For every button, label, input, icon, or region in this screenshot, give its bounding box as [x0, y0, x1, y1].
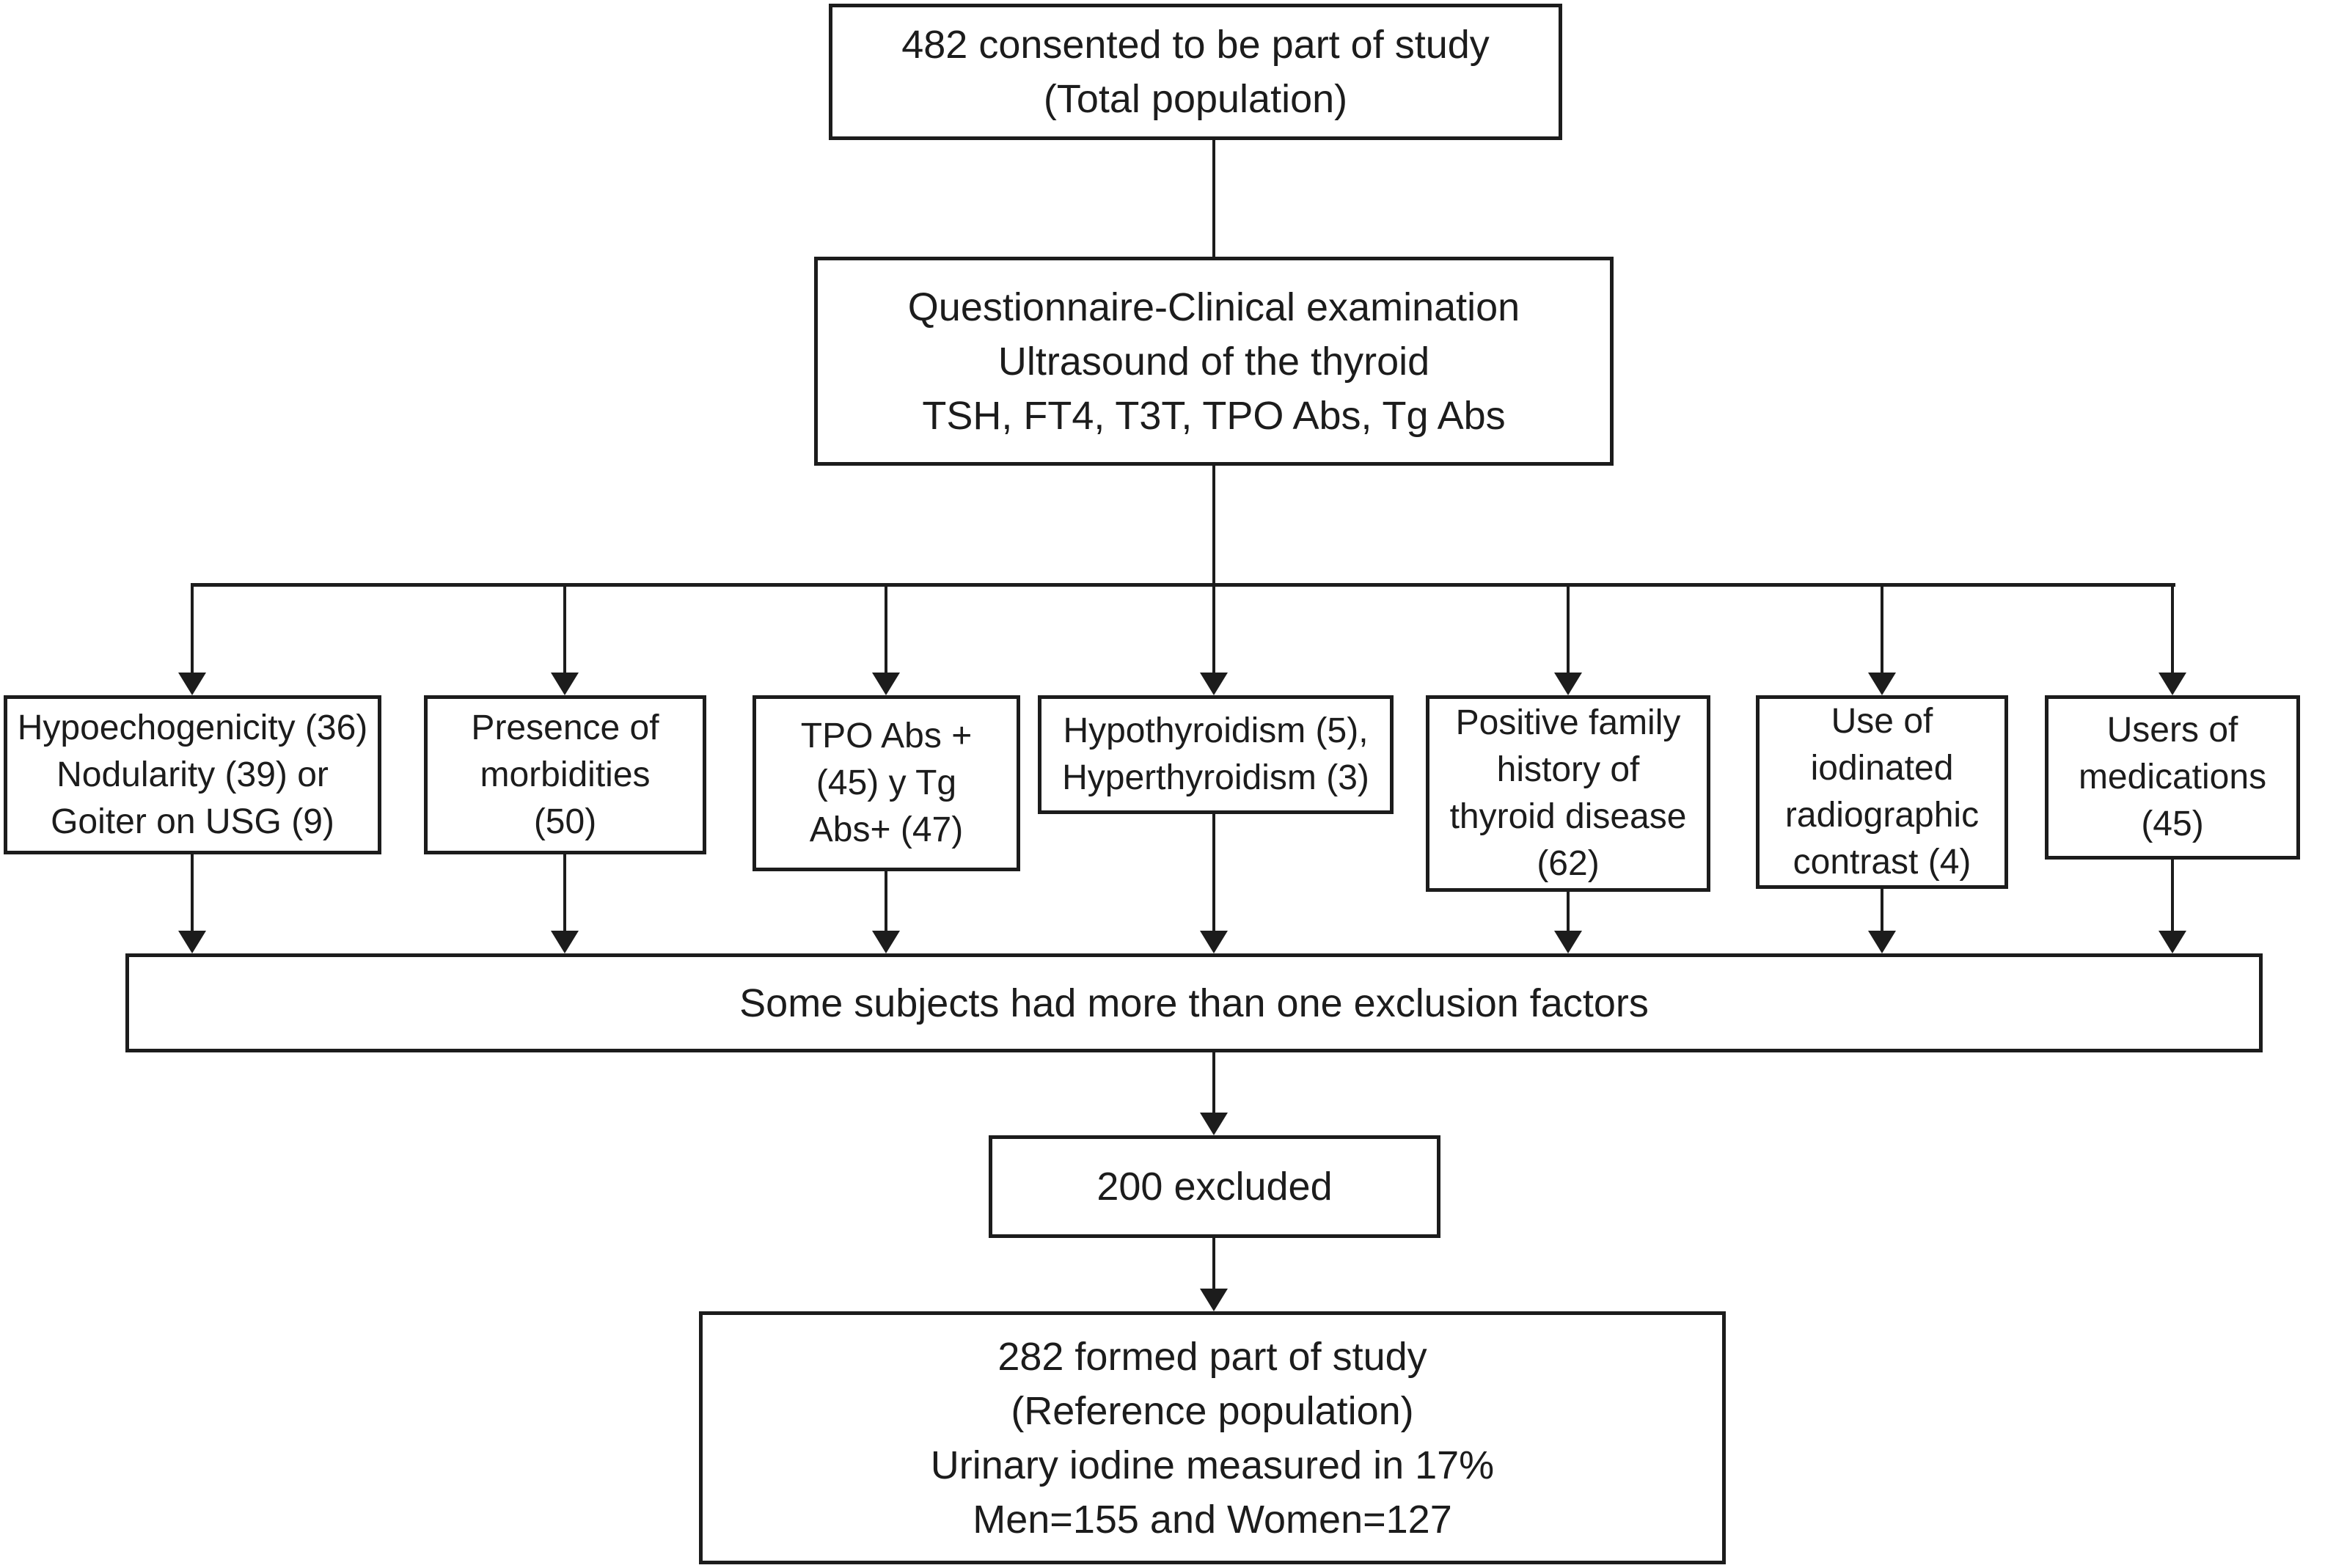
node-morbidities: Presence of morbidities (50) — [424, 695, 706, 854]
drop-line-antibodies — [885, 585, 887, 675]
node-text-line: contrast (4) — [1793, 843, 1971, 882]
connector-note-excluded — [1212, 1052, 1215, 1115]
node-text-line: TPO Abs + — [800, 717, 973, 755]
node-tpo-tg-antibodies: TPO Abs + (45) y Tg Abs+ (47) — [753, 695, 1020, 871]
node-text-line: Questionnaire-Clinical examination — [907, 285, 1520, 329]
arrowhead-down-icon — [551, 673, 579, 695]
drop-line-usg — [191, 585, 194, 675]
arrowhead-down-icon — [2159, 673, 2186, 695]
node-text-line: thyroid disease — [1449, 797, 1687, 836]
node-examination: Questionnaire-Clinical examination Ultra… — [814, 257, 1614, 466]
node-text-line: Ultrasound of the thyroid — [997, 339, 1430, 384]
node-text-line: 282 formed part of study — [997, 1334, 1427, 1379]
arrowhead-down-icon — [1200, 931, 1228, 953]
connector-thyroidism-note — [1212, 814, 1215, 933]
node-reference-population: 282 formed part of study (Reference popu… — [699, 1311, 1726, 1564]
node-text-line: Men=155 and Women=127 — [973, 1497, 1452, 1542]
arrowhead-down-icon — [1200, 1113, 1228, 1135]
node-text-line: (Reference population) — [1011, 1388, 1414, 1433]
drop-line-family-history — [1567, 585, 1570, 675]
arrowhead-down-icon — [551, 931, 579, 953]
node-text-line: 200 excluded — [1096, 1165, 1333, 1209]
node-medications: Users of medications (45) — [2045, 695, 2300, 860]
node-text-line: Hypoechogenicity (36) — [17, 708, 368, 747]
node-total-population: 482 consented to be part of study (Total… — [829, 4, 1562, 140]
arrowhead-down-icon — [1200, 1289, 1228, 1311]
node-text-line: morbidities — [480, 755, 651, 794]
node-text-line: (Total population) — [1043, 77, 1348, 121]
node-thyroidism: Hypothyroidism (5), Hyperthyroidism (3) — [1038, 695, 1394, 814]
node-hypoechogenicity-usg: Hypoechogenicity (36) Nodularity (39) or… — [4, 695, 381, 854]
connector-antibodies-note — [885, 871, 887, 933]
node-text-line: Nodularity (39) or — [56, 755, 329, 794]
arrowhead-down-icon — [2159, 931, 2186, 953]
connector-exam-branch — [1212, 466, 1215, 587]
node-text-line: (50) — [533, 802, 597, 841]
arrowhead-down-icon — [178, 673, 206, 695]
node-text-line: Hyperthyroidism (3) — [1062, 758, 1369, 797]
arrowhead-down-icon — [1554, 931, 1582, 953]
node-text-line: Urinary iodine measured in 17% — [930, 1443, 1495, 1487]
connector-medications-note — [2171, 860, 2174, 933]
node-text-line: Hypothyroidism (5), — [1063, 711, 1369, 750]
node-text-line: iodinated — [1810, 749, 1954, 788]
drop-line-medications — [2171, 585, 2174, 675]
node-text-line: (45) — [2141, 805, 2204, 843]
arrowhead-down-icon — [1868, 673, 1896, 695]
node-family-history: Positive family history of thyroid disea… — [1426, 695, 1710, 892]
arrowhead-down-icon — [1868, 931, 1896, 953]
node-text-line: Presence of — [471, 708, 659, 747]
arrowhead-down-icon — [1200, 673, 1228, 695]
connector-excluded-reference — [1212, 1238, 1215, 1289]
connector-contrast-note — [1881, 889, 1883, 933]
arrowhead-down-icon — [1554, 673, 1582, 695]
node-text-line: Use of — [1831, 702, 1933, 741]
connector-morbidities-note — [563, 854, 566, 933]
node-text-line: Some subjects had more than one exclusio… — [739, 981, 1649, 1025]
arrowhead-down-icon — [178, 931, 206, 953]
node-excluded: 200 excluded — [989, 1135, 1440, 1238]
branch-line — [191, 583, 2175, 587]
node-text-line: 482 consented to be part of study — [901, 23, 1490, 67]
node-text-line: medications — [2078, 758, 2267, 796]
node-radiographic-contrast: Use of iodinated radiographic contrast (… — [1756, 695, 2008, 889]
connector-total-exam — [1212, 140, 1215, 257]
node-text-line: history of — [1496, 750, 1640, 789]
node-text-line: Goiter on USG (9) — [51, 802, 334, 841]
drop-line-contrast — [1881, 585, 1883, 675]
node-text-line: Abs+ (47) — [809, 810, 964, 849]
node-text-line: Positive family — [1455, 703, 1681, 742]
node-text-line: TSH, FT4, T3T, TPO Abs, Tg Abs — [922, 393, 1506, 438]
node-text-line: (62) — [1537, 844, 1600, 883]
connector-family-history-note — [1567, 892, 1570, 933]
drop-line-morbidities — [563, 585, 566, 675]
connector-usg-note — [191, 854, 194, 933]
node-text-line: Users of — [2106, 711, 2238, 750]
drop-line-thyroidism — [1212, 585, 1215, 675]
arrowhead-down-icon — [872, 673, 900, 695]
node-exclusion-note: Some subjects had more than one exclusio… — [125, 953, 2263, 1052]
node-text-line: radiographic — [1784, 796, 1980, 835]
arrowhead-down-icon — [872, 931, 900, 953]
node-text-line: (45) y Tg — [816, 763, 957, 802]
